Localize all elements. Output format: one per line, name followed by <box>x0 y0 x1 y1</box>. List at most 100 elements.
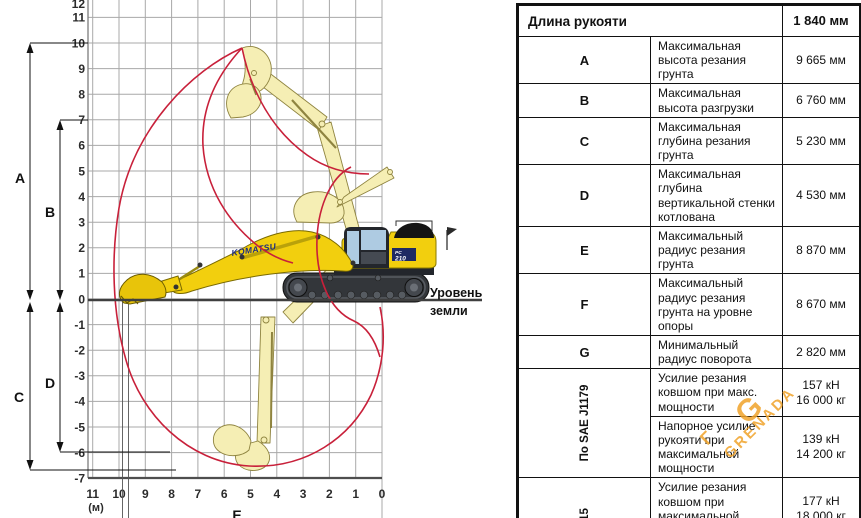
row-description: Максимальная высота разгрузки <box>650 83 783 118</box>
tick-label: 3 <box>300 487 307 501</box>
dimension-arrowheads <box>26 43 64 470</box>
dim-label-d: D <box>45 375 55 391</box>
boom-cylinder <box>241 234 319 260</box>
bottom-dim-label: Е <box>232 507 241 518</box>
tick-label: 3 <box>78 216 85 230</box>
swing-frame <box>334 266 434 275</box>
row-key: C <box>518 116 651 166</box>
engine-cover <box>394 222 434 238</box>
tick-label: 6 <box>78 139 85 153</box>
cab-lower-panel <box>361 252 386 264</box>
tick-label: 10 <box>112 487 126 501</box>
tick-label: 1 <box>78 267 85 281</box>
tick-label: -7 <box>74 472 85 486</box>
row-key: E <box>518 225 651 275</box>
row-description: Максимальный радиус резания грунта <box>650 225 783 275</box>
model-decal <box>392 248 416 261</box>
tick-label: 4 <box>273 487 280 501</box>
dim-label-b: B <box>45 204 55 220</box>
model-number: 210 <box>394 256 406 263</box>
row-description: Максимальная глубина резания грунта <box>650 116 783 166</box>
row-value: 5 230 мм <box>782 116 860 166</box>
tick-label: 11 <box>72 11 85 25</box>
dim-label-a: A <box>15 170 25 186</box>
envelope-inner-left <box>202 47 294 264</box>
tick-label: 7 <box>195 487 202 501</box>
tick-label: -6 <box>74 446 85 460</box>
tick-label: 12 <box>72 0 86 11</box>
ghost-bucket-mid <box>293 191 345 224</box>
tick-label: -3 <box>74 369 85 383</box>
row-key: G <box>518 334 651 370</box>
row-value: 8 870 мм <box>782 225 860 275</box>
row-value: 8 670 мм <box>782 273 860 336</box>
cab-side-window <box>361 230 386 250</box>
tick-label: 11 <box>86 487 99 501</box>
standard-label: По SAE J1179 <box>578 384 591 462</box>
envelope-inner-right <box>241 47 370 175</box>
row-value: 6 760 мм <box>782 83 860 118</box>
tick-label: -2 <box>74 344 85 358</box>
ghost-bucket-dump <box>226 83 262 119</box>
arm-length-label: Длина рукояти <box>518 5 783 37</box>
force-description: Усилие резания ковшом при макс. мощности <box>650 368 783 417</box>
tick-label: 5 <box>247 487 254 501</box>
ground-label-line1: Уровень <box>430 286 483 300</box>
force-row: По SAE J1179 Усилие резания ковшом при ма… <box>518 368 860 479</box>
handrail <box>395 220 433 231</box>
tick-label: 9 <box>142 487 149 501</box>
tick-label: 2 <box>78 241 85 255</box>
cab-front-window <box>347 231 359 264</box>
standard-label: По ISO6015 <box>579 508 591 518</box>
row-description: Максимальная глубина вертикальной стенки… <box>650 164 783 227</box>
row-value: 2 820 мм <box>782 334 860 370</box>
tick-label: 0 <box>78 292 85 306</box>
row-value: 9 665 мм <box>782 35 860 85</box>
row-key: D <box>518 164 651 227</box>
tick-label: 5 <box>78 164 85 178</box>
min-swing-radius-arc <box>316 166 381 358</box>
tick-label: 0 <box>379 487 386 501</box>
row-key: F <box>518 273 651 336</box>
row-key: B <box>518 83 651 118</box>
bucket <box>119 273 167 305</box>
envelope-outer <box>113 47 384 467</box>
ghost-cylinder-deep <box>270 331 273 429</box>
extension-lines <box>122 302 129 518</box>
row-description: Минимальный радиус поворота <box>650 334 783 370</box>
mirror-flag <box>447 227 457 236</box>
tick-label: 6 <box>221 487 228 501</box>
tick-label: 8 <box>78 88 85 102</box>
working-envelope-curves <box>113 47 384 467</box>
force-kn: 139 кН <box>802 432 840 447</box>
force-description: Напорное усилие рукояти при максимальной… <box>650 415 783 479</box>
row-description: Максимальный радиус резания грунта на ур… <box>650 273 783 336</box>
dimension-lines <box>29 42 176 471</box>
force-kn: 177 кН <box>802 493 840 508</box>
ghost-bucket-deep-curled <box>212 424 252 457</box>
force-description: Усилие резания ковшом при максимальной м… <box>650 477 783 518</box>
standard-label-cell: По ISO6015 <box>518 477 651 518</box>
dim-label-c: C <box>14 389 24 405</box>
force-row: По ISO6015 Усилие резания ковшом при макс… <box>518 477 860 518</box>
tick-label: 4 <box>78 190 85 204</box>
tick-label: -4 <box>74 395 85 409</box>
force-kn: 157 кН <box>802 377 840 392</box>
force-kg: 14 200 кг <box>796 447 846 462</box>
force-kg: 18 000 кг <box>796 508 846 518</box>
tick-label: 1 <box>352 487 359 501</box>
standard-label-cell: По SAE J1179 <box>518 368 651 479</box>
